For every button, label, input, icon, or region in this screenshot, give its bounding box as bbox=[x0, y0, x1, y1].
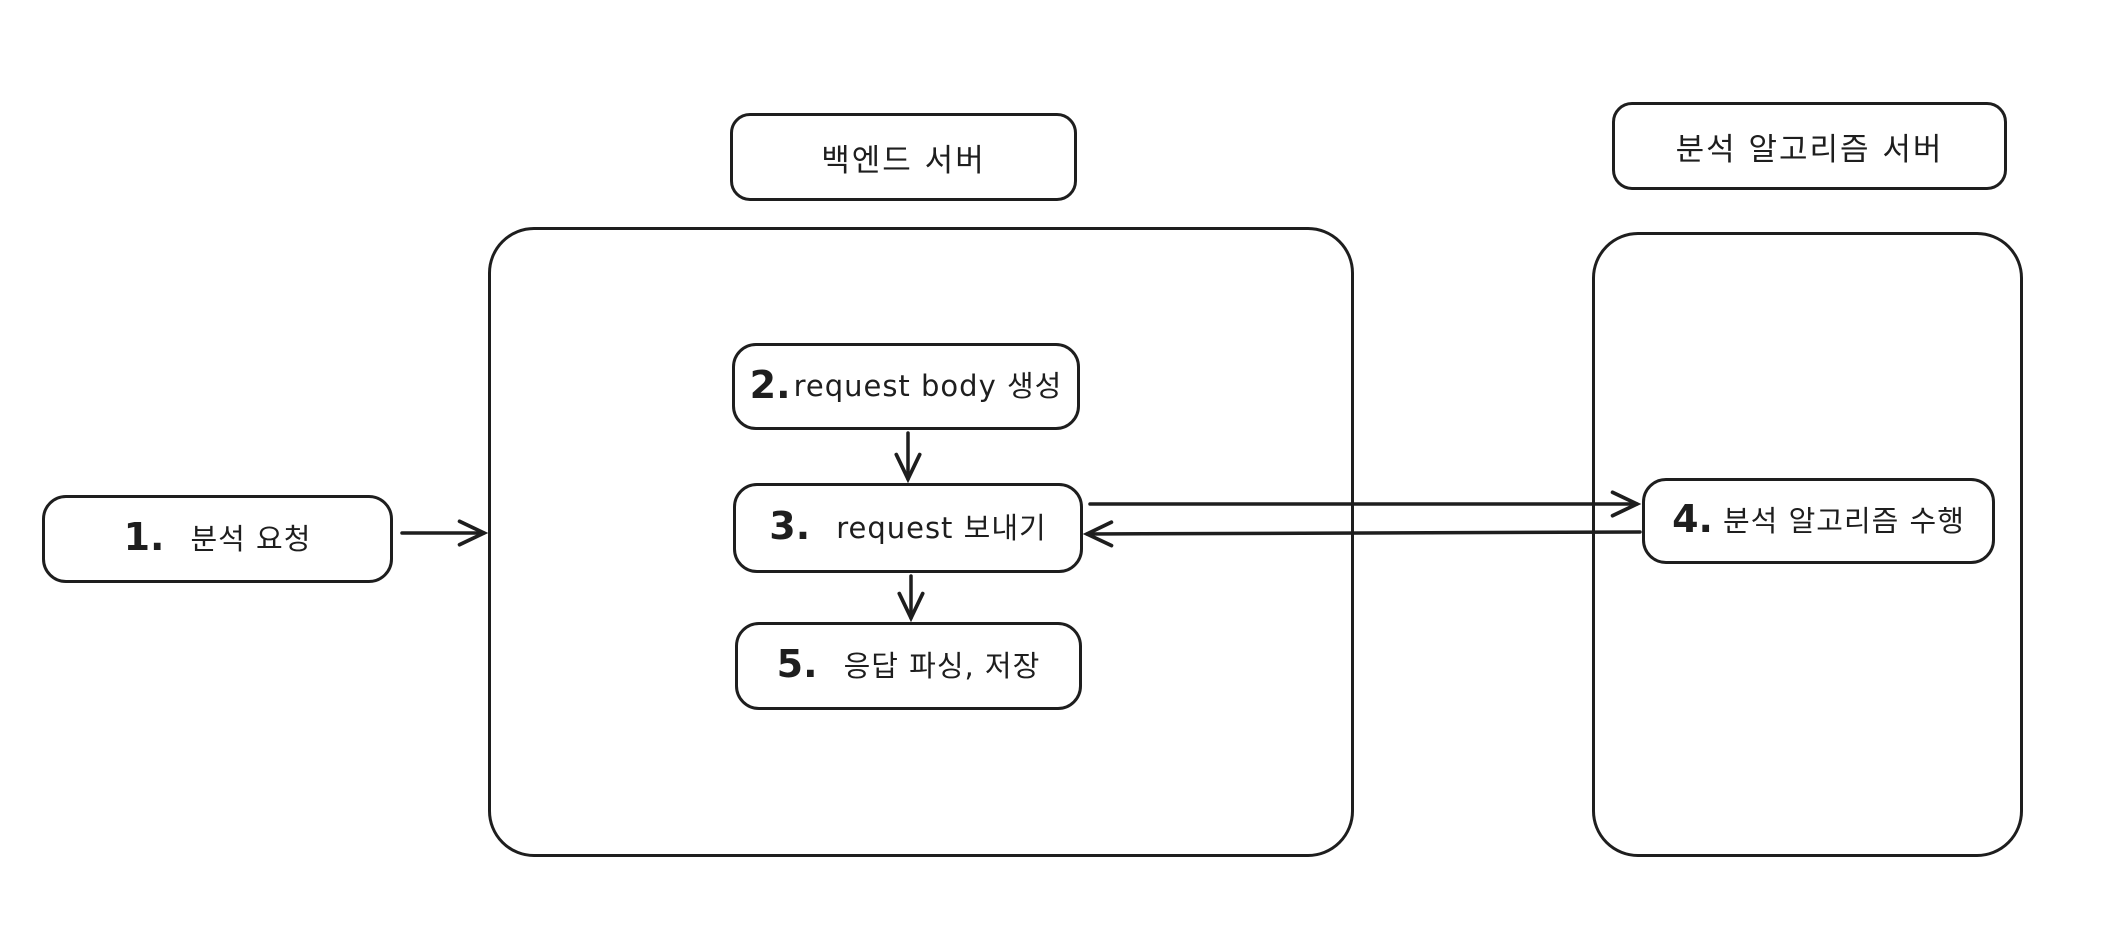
step3-number: 3. bbox=[769, 504, 811, 548]
analysis-server-container bbox=[1592, 232, 2023, 857]
node-step1-analysis-request: 1. 분석 요청 bbox=[42, 495, 393, 583]
analysis-server-label-box: 분석 알고리즘 서버 bbox=[1612, 102, 2007, 190]
node-step3-send-request: 3. request 보내기 bbox=[733, 483, 1083, 573]
step1-label: 분석 요청 bbox=[190, 521, 312, 556]
backend-server-label: 백엔드 서버 bbox=[821, 142, 986, 179]
backend-server-container bbox=[488, 227, 1354, 857]
analysis-server-label: 분석 알고리즘 서버 bbox=[1675, 131, 1944, 168]
step2-number: 2. bbox=[749, 362, 791, 407]
step4-label: 분석 알고리즘 수행 bbox=[1723, 503, 1965, 538]
step4-number: 4. bbox=[1672, 497, 1713, 541]
step5-label: 응답 파싱, 저장 bbox=[843, 648, 1041, 683]
step1-number: 1. bbox=[123, 515, 165, 559]
step5-number: 5. bbox=[776, 642, 818, 686]
node-step4-run-analysis-algorithm: 4. 분석 알고리즘 수행 bbox=[1642, 478, 1995, 564]
node-step5-parse-save-response: 5. 응답 파싱, 저장 bbox=[735, 622, 1082, 710]
node-step2-create-request-body: 2. request body 생성 bbox=[732, 343, 1080, 430]
step3-label: request 보내기 bbox=[836, 510, 1047, 545]
step2-label: request body 생성 bbox=[793, 369, 1063, 403]
backend-server-label-box: 백엔드 서버 bbox=[730, 113, 1077, 201]
